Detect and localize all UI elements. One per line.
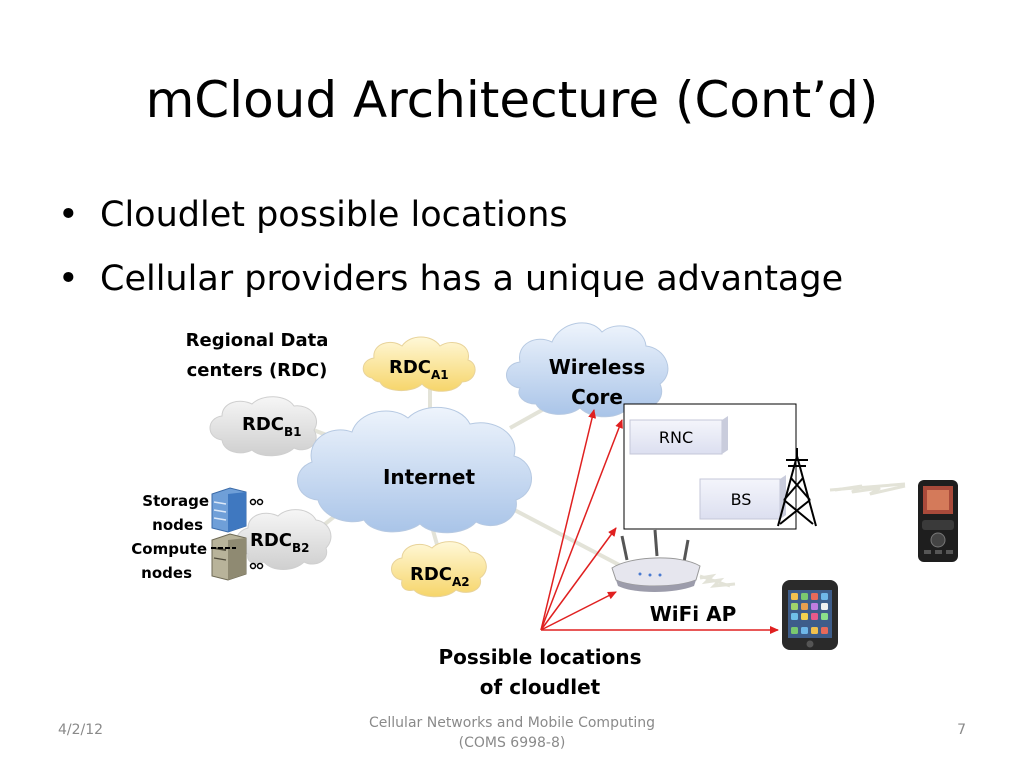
cloudlet-arrows [540, 409, 779, 634]
rdc-a2-cloud: RDCA2 [391, 541, 487, 598]
internet-label: Internet [383, 465, 475, 489]
flip-phone-icon [918, 480, 958, 562]
footer-course-line2: (COMS 6998-8) [458, 735, 566, 751]
rdc-b1-cloud: RDCB1 [209, 396, 317, 457]
internet-cloud: Internet [297, 406, 532, 534]
footer-date: 4/2/12 [58, 722, 104, 738]
storage-label-line1: Storage [142, 492, 209, 510]
footer-course: Cellular Networks and Mobile Computing (… [362, 713, 662, 753]
bullet-item: • Cellular providers has a unique advanta… [58, 252, 843, 316]
wireless-core-label-line2: Core [571, 385, 623, 409]
storage-server-icon [211, 487, 247, 533]
smartphone-icon [782, 580, 838, 650]
storage-label-line2: nodes [152, 516, 203, 534]
bs-box: BS [699, 475, 786, 520]
compute-label-line2: nodes [141, 564, 192, 582]
arrow-to-cellular-box [540, 419, 623, 631]
compute-server-icon [211, 533, 247, 581]
rdc-a1-cloud: RDCA1 [362, 336, 476, 392]
rnc-label: RNC [659, 428, 693, 447]
page-number: 7 [957, 722, 966, 738]
rdc-caption-line1: Regional Data [186, 330, 329, 351]
rdc-a2-label: RDCA2 [410, 564, 470, 589]
rdc-b2-label: RDCB2 [250, 530, 310, 555]
arrow-to-wireless-core [540, 409, 597, 631]
wireless-core-cloud: Wireless Core [506, 322, 669, 418]
footer-course-line1: Cellular Networks and Mobile Computing [369, 715, 655, 731]
bullet-text: Cellular providers has a unique advantag… [100, 259, 844, 299]
slide-title: mCloud Architecture (Cont’d) [145, 71, 879, 129]
wifi-ap-label: WiFi AP [650, 602, 737, 626]
node-connector-dots [249, 498, 264, 570]
bs-label: BS [731, 490, 752, 509]
link-internet-wifi [504, 503, 626, 570]
cloudlet-caption-line2: of cloudlet [480, 675, 601, 699]
arrow-to-wifi-ap [540, 591, 617, 631]
rnc-box: RNC [629, 416, 728, 455]
rdc-a1-label: RDCA1 [389, 357, 449, 382]
cloudlet-caption-line1: Possible locations [438, 645, 641, 669]
rdc-caption-line2: centers (RDC) [187, 360, 328, 381]
bullet-icon: • [58, 259, 79, 299]
bullet-list: • Cloudlet possible locations • Cellular p… [58, 188, 843, 316]
cell-tower-icon [777, 448, 817, 527]
wireless-core-label-line1: Wireless [549, 355, 646, 379]
bullet-text: Cloudlet possible locations [100, 195, 568, 235]
bullet-item: • Cloudlet possible locations [58, 188, 843, 252]
wifi-router-icon [611, 529, 701, 592]
arrow-to-bs [540, 527, 617, 631]
rdc-b1-label: RDCB1 [242, 414, 302, 439]
compute-label-line1: Compute [131, 540, 207, 558]
rdc-b2-cloud: RDCB2 [235, 509, 332, 570]
bullet-icon: • [58, 195, 79, 235]
radio-wave-icon [699, 484, 906, 588]
